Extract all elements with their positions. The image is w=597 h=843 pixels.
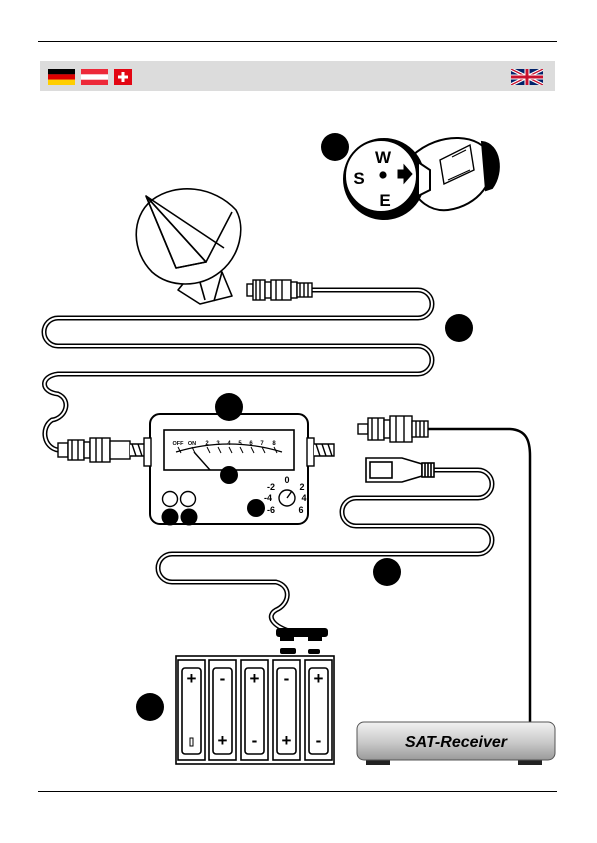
battery-polarity-plus: + xyxy=(187,669,197,688)
callout-light-1 xyxy=(162,509,179,526)
battery-cell: -+ xyxy=(209,660,236,760)
sat-receiver-label: SAT-Receiver xyxy=(405,734,508,751)
battery-polarity-minus: - xyxy=(284,669,290,688)
battery-cell: + xyxy=(178,660,205,760)
dial-label-2: 2 xyxy=(299,482,304,492)
callout-cable xyxy=(445,314,473,342)
meter-scale-label: ON xyxy=(188,441,196,447)
battery-cell: +- xyxy=(305,660,332,760)
indicator-light-2 xyxy=(181,492,196,507)
f-connector-receiver xyxy=(358,416,428,442)
compass-label-left: S xyxy=(353,169,364,188)
battery-cell: +- xyxy=(241,660,268,760)
f-connector-dish xyxy=(247,280,312,300)
battery-polarity-plus: + xyxy=(218,731,228,750)
f-connector-meter-input xyxy=(58,438,148,462)
callout-batteries xyxy=(136,693,164,721)
battery-polarity-plus: + xyxy=(282,731,292,750)
battery-cell: -+ xyxy=(273,660,300,760)
dial-label-m2: -2 xyxy=(267,482,275,492)
compass-label-top: W xyxy=(375,148,392,167)
callout-power-cable xyxy=(373,558,401,586)
battery-pack: +-++--++- xyxy=(176,656,334,764)
battery-polarity-minus: - xyxy=(220,669,226,688)
callout-compass xyxy=(321,133,349,161)
battery-polarity-plus: + xyxy=(250,669,260,688)
battery-clip xyxy=(276,628,328,654)
sat-receiver: SAT-Receiver xyxy=(357,722,555,765)
callout-light-2 xyxy=(181,509,198,526)
indicator-light-1 xyxy=(163,492,178,507)
dial-label-m6: -6 xyxy=(267,505,275,515)
dial-label-m4: -4 xyxy=(264,493,272,503)
battery-polarity-minus: - xyxy=(252,731,258,750)
compass-label-bottom: E xyxy=(379,191,390,210)
dial-label-6: 6 xyxy=(298,505,303,515)
callout-meter xyxy=(215,393,243,421)
callout-needle xyxy=(220,466,238,484)
satellite-dish-icon xyxy=(136,189,241,304)
bottom-rule xyxy=(38,791,557,792)
meter-scale-label: OFF xyxy=(173,441,185,447)
power-plug-adapter xyxy=(366,458,434,482)
receiver-cable xyxy=(428,429,530,722)
compass-icon: W S E xyxy=(344,138,499,219)
dial-label-4: 4 xyxy=(301,493,306,503)
battery-polarity-minus: - xyxy=(316,731,322,750)
dial-label-0: 0 xyxy=(284,475,289,485)
callout-dial xyxy=(247,499,265,517)
battery-polarity-plus: + xyxy=(314,669,324,688)
